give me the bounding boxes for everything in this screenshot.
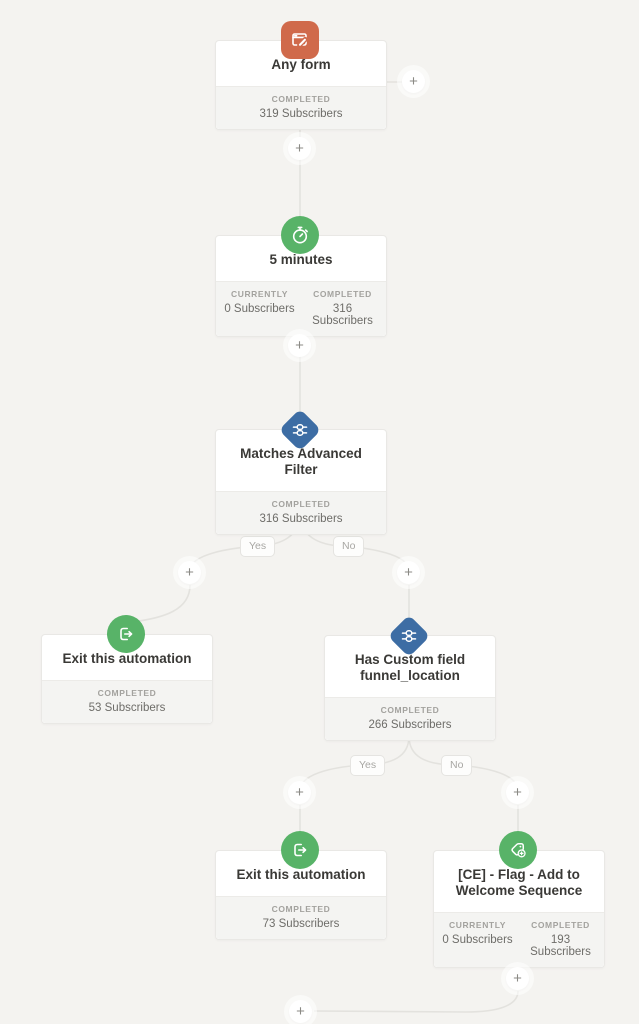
filter-icon [278,408,322,452]
stat-value: 316 Subscribers [312,303,373,327]
stat: COMPLETED 319 Subscribers [218,94,384,120]
plus-icon: + [295,784,304,801]
stat: CURRENTLY 0 Subscribers [436,920,519,958]
node-stats: CURRENTLY 0 Subscribers COMPLETED 316 Su… [216,281,386,336]
plus-icon: + [409,73,418,90]
node-ce-flag-welcome-sequence[interactable]: [CE] - Flag - Add to Welcome Sequence CU… [433,850,605,968]
node-stats: COMPLETED 319 Subscribers [216,86,386,129]
stat-value: 0 Subscribers [442,934,513,946]
branch-label-yes: Yes [350,755,386,776]
node-stats: CURRENTLY 0 Subscribers COMPLETED 193 Su… [434,912,604,967]
stat-value: 266 Subscribers [368,719,452,731]
node-title: Exit this automation [62,651,192,666]
add-step-button[interactable]: + [288,137,311,160]
node-stats: COMPLETED 266 Subscribers [325,697,495,740]
stat-label: COMPLETED [313,289,372,299]
node-title: Any form [271,57,331,72]
stat-label: COMPLETED [531,920,590,930]
plus-icon: + [295,140,304,157]
node-title: Has Custom field funnel_location [354,652,466,683]
stat: COMPLETED 193 Subscribers [519,920,602,958]
stat-label: COMPLETED [271,94,331,104]
stat-label: COMPLETED [271,499,331,509]
stat: CURRENTLY 0 Subscribers [218,289,301,327]
stat-value: 316 Subscribers [259,513,343,525]
plus-icon: + [513,784,522,801]
branch-label-yes: Yes [240,536,276,557]
stat-label: CURRENTLY [230,289,289,299]
branch-label-no: No [441,755,473,776]
stat-label: CURRENTLY [448,920,507,930]
timer-icon [281,216,319,254]
add-step-button[interactable]: + [506,781,529,804]
stat-value: 73 Subscribers [262,918,340,930]
add-step-button[interactable]: + [397,561,420,584]
add-step-button[interactable]: + [178,561,201,584]
plus-icon: + [295,337,304,354]
tag-add-icon [499,831,537,869]
add-step-button[interactable]: + [288,781,311,804]
node-matches-advanced-filter[interactable]: Matches Advanced Filter COMPLETED 316 Su… [215,429,387,535]
node-title: [CE] - Flag - Add to Welcome Sequence [455,867,583,898]
plus-icon: + [185,564,194,581]
node-stats: COMPLETED 73 Subscribers [216,896,386,939]
add-step-button[interactable]: + [289,1000,312,1023]
stat-label: COMPLETED [271,904,331,914]
stat: COMPLETED 53 Subscribers [44,688,210,714]
node-title: Exit this automation [236,867,366,882]
filter-icon [387,614,431,658]
stat: COMPLETED 316 Subscribers [301,289,384,327]
exit-icon [281,831,319,869]
node-stats: COMPLETED 53 Subscribers [42,680,212,723]
node-stats: COMPLETED 316 Subscribers [216,491,386,534]
add-step-button[interactable]: + [506,967,529,990]
stat-value: 193 Subscribers [530,934,591,958]
branch-label-no: No [333,536,365,557]
add-step-button[interactable]: + [402,70,425,93]
node-any-form[interactable]: Any form COMPLETED 319 Subscribers [215,40,387,130]
add-step-button[interactable]: + [288,334,311,357]
node-delay-5-minutes[interactable]: 5 minutes CURRENTLY 0 Subscribers COMPLE… [215,235,387,337]
exit-icon [107,615,145,653]
plus-icon: + [404,564,413,581]
plus-icon: + [296,1003,305,1020]
stat: COMPLETED 316 Subscribers [218,499,384,525]
node-title: 5 minutes [269,252,333,267]
plus-icon: + [513,970,522,987]
stat-value: 53 Subscribers [88,702,166,714]
form-edit-icon [281,21,319,59]
stat-label: COMPLETED [380,705,440,715]
stat: COMPLETED 266 Subscribers [327,705,493,731]
stat-value: 319 Subscribers [259,108,343,120]
node-title: Matches Advanced Filter [240,446,362,477]
stat-value: 0 Subscribers [224,303,295,315]
stat-label: COMPLETED [97,688,157,698]
stat: COMPLETED 73 Subscribers [218,904,384,930]
